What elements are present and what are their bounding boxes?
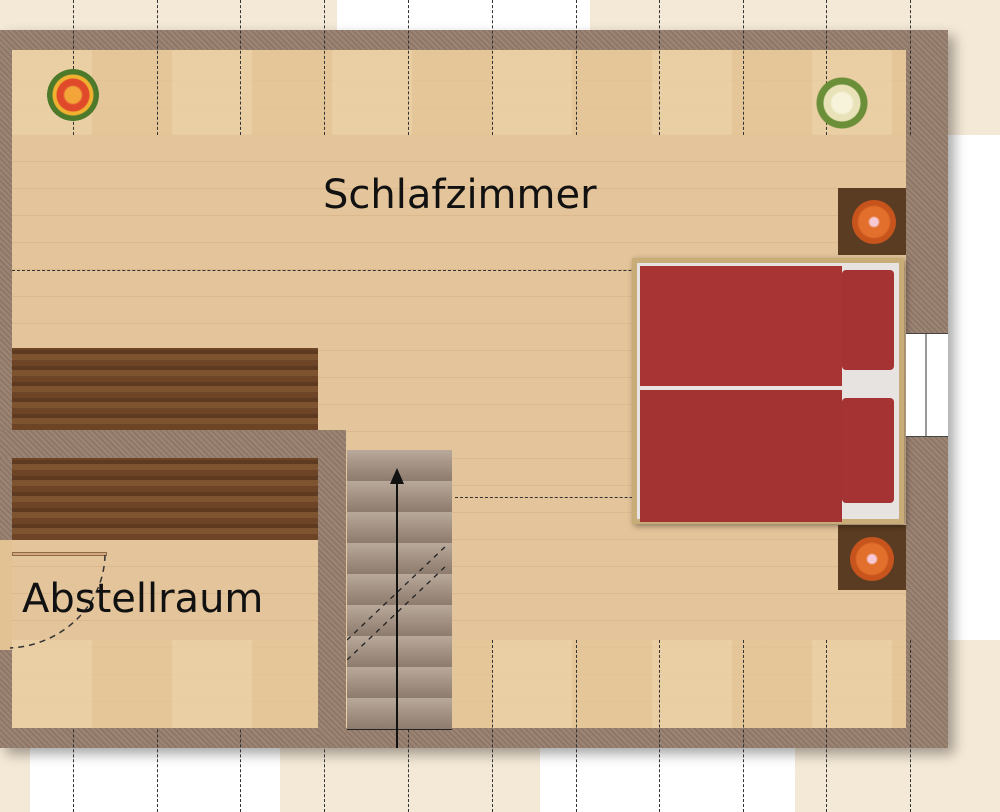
window-icon	[906, 333, 948, 437]
exterior-top-white	[337, 0, 590, 30]
dashed-line-vertical	[324, 0, 325, 135]
exterior-right-white	[948, 135, 1000, 640]
floor-band-top	[12, 50, 906, 135]
exterior-bottom-white-2	[540, 748, 795, 812]
dashed-line-vertical	[826, 640, 827, 812]
dashed-line-vertical	[240, 0, 241, 135]
stair-step	[347, 512, 452, 544]
dashed-line-vertical	[492, 0, 493, 135]
storage-label: Abstellraum	[22, 576, 264, 622]
bed-icon[interactable]	[632, 258, 904, 524]
dashed-line-vertical	[659, 640, 660, 812]
stair-step	[347, 636, 452, 668]
pillow	[842, 398, 894, 503]
dashed-line-vertical	[576, 640, 577, 812]
door-opening	[0, 540, 12, 650]
plant-icon	[47, 69, 99, 121]
dashed-line-vertical	[826, 0, 827, 135]
lamp-icon[interactable]	[852, 200, 896, 244]
interior-wall-horizontal	[0, 430, 345, 458]
exterior-bottom-white-1	[30, 748, 280, 812]
pillow	[842, 270, 894, 370]
dashed-line-vertical	[743, 0, 744, 135]
door-icon[interactable]	[12, 552, 107, 556]
interior-wall-vertical	[318, 430, 346, 748]
door-swing-arc	[9, 554, 106, 649]
stair-step	[347, 667, 452, 699]
dashed-line-vertical	[743, 640, 744, 812]
bedroom-label: Schlafzimmer	[323, 172, 597, 218]
stair-step	[347, 698, 452, 730]
wardrobe	[12, 348, 318, 430]
storage-shelf	[12, 458, 318, 540]
dashed-line-vertical	[910, 640, 911, 812]
plant-icon	[816, 77, 868, 129]
storage-floor-band	[12, 640, 318, 728]
dashed-line-vertical	[910, 0, 911, 135]
stair-step	[347, 543, 452, 575]
dashed-line-vertical	[576, 0, 577, 135]
blanket-left	[640, 266, 842, 386]
dashed-line-vertical	[408, 0, 409, 135]
dashed-line-vertical	[492, 640, 493, 812]
stair-arrow-icon	[390, 468, 404, 748]
dashed-line-horizontal	[12, 270, 902, 271]
blanket-right	[640, 390, 842, 522]
dashed-line-vertical	[659, 0, 660, 135]
lamp-icon[interactable]	[850, 537, 894, 581]
stair-cut-line	[347, 544, 448, 660]
dashed-line-vertical	[157, 0, 158, 135]
dashed-line-vertical	[73, 0, 74, 135]
